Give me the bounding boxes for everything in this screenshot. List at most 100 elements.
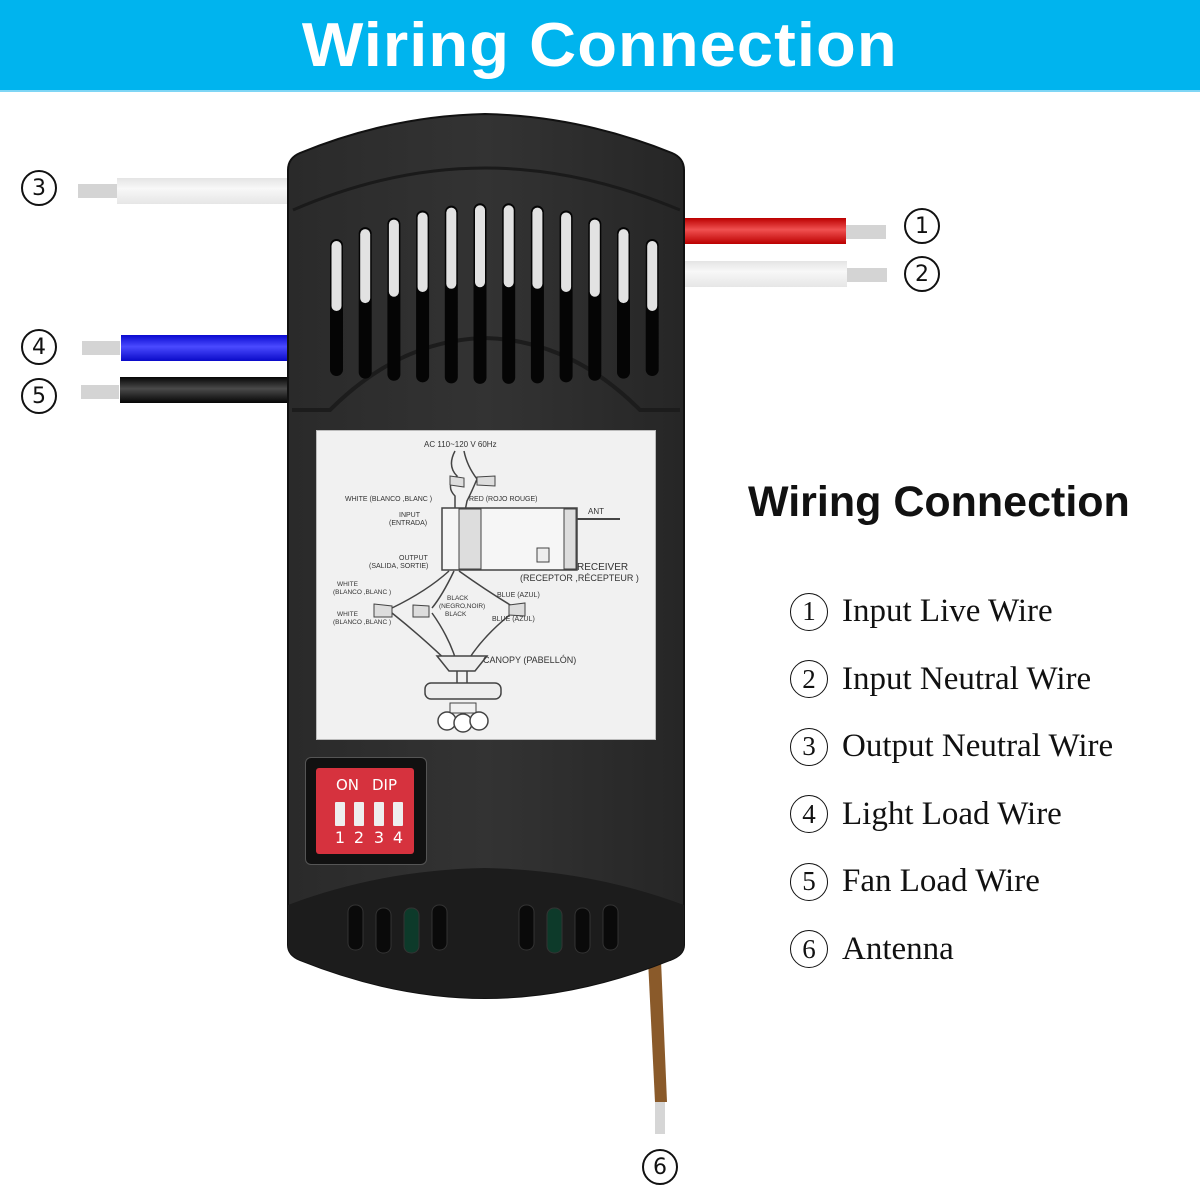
wire-3-stripped-end: [78, 184, 118, 198]
schematic-light-kit: [449, 702, 477, 714]
label-white-in: WHITE (BLANCO ,BLANC ): [345, 496, 432, 503]
legend-number-icon: 4: [790, 795, 828, 834]
vent-highlight: [388, 219, 399, 297]
dip-toggle-1[interactable]: [335, 802, 345, 826]
schematic-output-wire: [458, 570, 513, 607]
bottom-vent-slot: [574, 907, 591, 954]
callout-1: 1: [904, 208, 940, 244]
legend-item: 1 Input Live Wire: [790, 578, 1113, 646]
schematic-output-wire: [431, 570, 455, 609]
dip-number-4: 4: [392, 828, 404, 847]
vent-highlight: [589, 219, 600, 297]
vent-highlight: [647, 241, 658, 311]
bottom-vent-slot: [546, 907, 563, 954]
bottom-vent-slot: [602, 904, 619, 951]
bottom-vent-slot: [518, 904, 535, 951]
legend-text: Fan Load Wire: [842, 863, 1040, 900]
dip-toggle-4[interactable]: [393, 802, 403, 826]
schematic-receiver-end: [458, 508, 482, 570]
bottom-vent-slot: [347, 904, 364, 951]
label-input-es: (ENTRADA): [389, 520, 427, 527]
vent-highlight: [331, 241, 342, 311]
legend-item: 5 Fan Load Wire: [790, 848, 1113, 916]
legend-item: 6 Antenna: [790, 916, 1113, 984]
dip-dip-label: DIP: [372, 776, 398, 794]
wire-4-stripped-end: [82, 341, 120, 355]
vent-highlight: [532, 207, 543, 289]
schematic-canopy: [435, 655, 489, 672]
callout-5: 5: [21, 378, 57, 414]
schematic-dip: [536, 547, 550, 563]
bottom-vents: [347, 904, 619, 954]
legend-item: 3 Output Neutral Wire: [790, 713, 1113, 781]
legend-number-icon: 3: [790, 727, 828, 766]
antenna-insulation: [648, 960, 667, 1102]
schematic-fan-motor: [424, 682, 502, 700]
vent-highlight: [503, 205, 514, 288]
legend-number-icon: 1: [790, 592, 828, 631]
vent-highlight: [475, 205, 485, 288]
legend-text: Output Neutral Wire: [842, 728, 1114, 765]
wire-5-stripped-end: [81, 385, 119, 399]
schematic-white-input-wire: [449, 450, 459, 511]
banner-divider: [0, 90, 1200, 92]
schematic-bulb: [437, 711, 457, 731]
legend-text: Input Neutral Wire: [842, 660, 1092, 697]
wiring-schematic: AC 110~120 V 60Hz WHITE (BLANCO ,BLANC )…: [333, 440, 639, 733]
schematic-receiver-end: [563, 508, 577, 570]
callout-3: 3: [21, 170, 57, 206]
legend-list: 1 Input Live Wire 2 Input Neutral Wire 3…: [790, 578, 1113, 983]
label-white-out2b: (BLANCO ,BLANC ): [333, 619, 391, 626]
label-receiver: RECEIVER: [577, 562, 628, 573]
wire-4-insulation: [121, 335, 291, 361]
bottom-vent-slot: [431, 904, 448, 951]
schematic-bulb: [453, 713, 473, 733]
wire-5-insulation: [120, 377, 292, 403]
vent-highlight: [360, 229, 371, 304]
wire-1-insulation: [684, 218, 846, 244]
vent-highlight: [618, 229, 629, 304]
label-blue1: BLUE (AZUL): [497, 592, 540, 599]
wire-2-stripped-end: [847, 268, 887, 282]
legend-text: Input Live Wire: [842, 593, 1053, 630]
legend-number-icon: 2: [790, 660, 828, 699]
legend-number-icon: 6: [790, 930, 828, 969]
schematic-wire-nut: [476, 475, 496, 487]
antenna-stripped-end: [655, 1102, 665, 1134]
label-output-es: (SALIDA, SORTIE): [369, 563, 428, 570]
top-vents: [330, 203, 659, 384]
label-canopy: CANOPY (PABELLÓN): [483, 655, 576, 665]
schematic-wire-nut: [412, 604, 430, 618]
label-white-out1b: (BLANCO ,BLANC ): [333, 589, 391, 596]
label-black1: BLACK: [447, 595, 469, 602]
label-red-in: RED (ROJO ROUGE): [469, 496, 537, 503]
label-receiver-es: (RECEPTOR ,RÉCEPTEUR ): [520, 573, 639, 583]
schematic-wire-nut: [373, 603, 393, 618]
vent-highlight: [561, 212, 572, 292]
dip-number-3: 3: [373, 828, 385, 847]
label-blue2: BLUE (AZUL): [492, 616, 535, 623]
legend-number-icon: 5: [790, 862, 828, 901]
dip-switch[interactable]: ON DIP 1 2 3 4: [316, 768, 414, 854]
dip-toggle-2[interactable]: [354, 802, 364, 826]
label-black2: (NEGRO,NOIR): [439, 603, 485, 610]
legend: Wiring Connection 1 Input Live Wire 2 In…: [748, 478, 1130, 969]
callout-4: 4: [21, 329, 57, 365]
device-label-panel: AC 110~120 V 60Hz WHITE (BLANCO ,BLANC )…: [316, 430, 656, 740]
legend-text: Light Load Wire: [842, 795, 1062, 832]
dip-number-2: 2: [353, 828, 365, 847]
vent-highlight: [417, 212, 428, 292]
label-white-out2: WHITE: [337, 611, 359, 618]
wire-2-insulation: [684, 261, 847, 287]
dip-toggle-3[interactable]: [374, 802, 384, 826]
label-voltage: AC 110~120 V 60Hz: [424, 440, 497, 449]
callout-2: 2: [904, 256, 940, 292]
schematic-wire-nut: [508, 602, 526, 617]
dip-on-label: ON: [336, 776, 360, 794]
legend-item: 2 Input Neutral Wire: [790, 646, 1113, 714]
bottom-band: [288, 868, 684, 998]
callout-6: 6: [642, 1149, 678, 1185]
label-white-out1: WHITE: [337, 581, 359, 588]
top-rim: [292, 166, 681, 212]
